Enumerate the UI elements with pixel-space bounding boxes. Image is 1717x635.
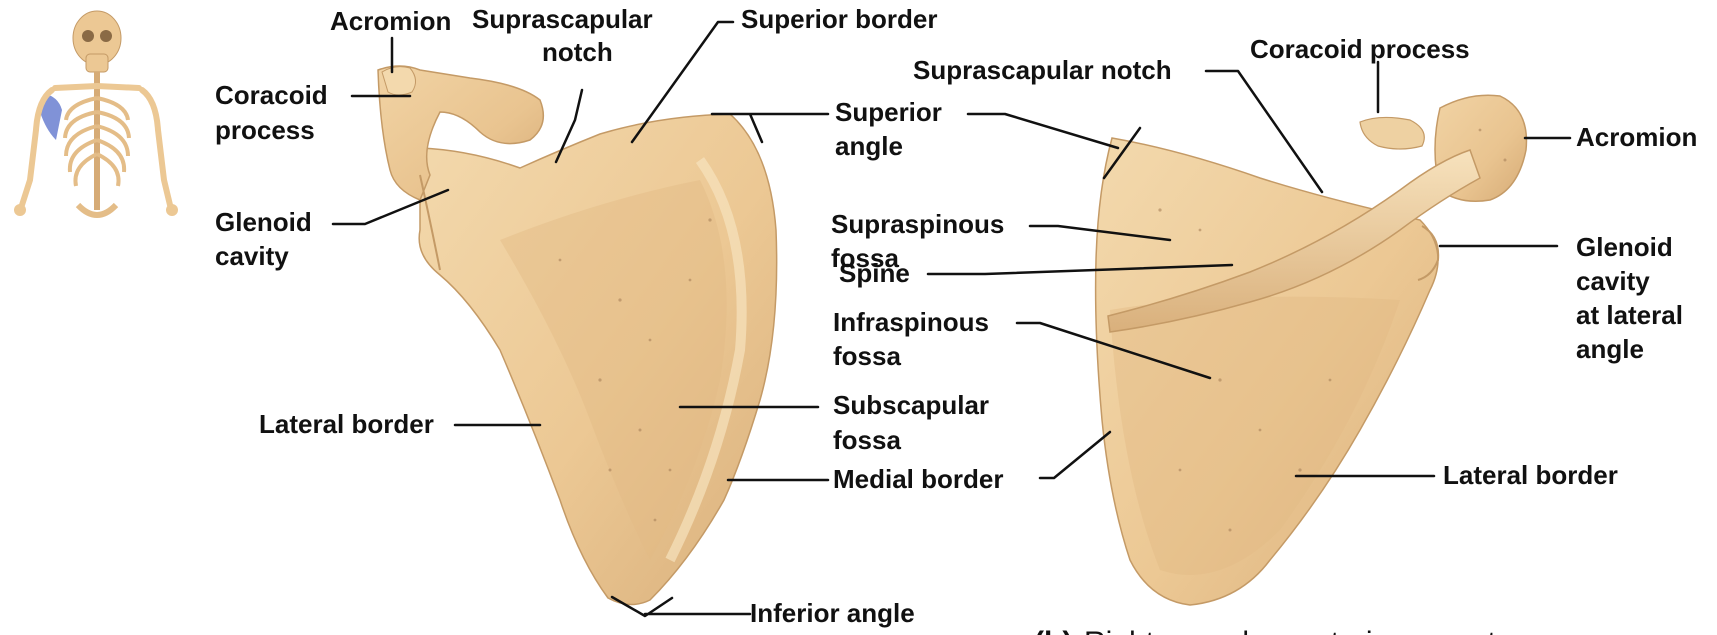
caption-letter: (b) xyxy=(1034,626,1072,635)
label-coracoid-process-b: Coracoid process xyxy=(1250,34,1470,64)
label-lateral-border-a: Lateral border xyxy=(259,409,434,439)
label-supraspinous-line1-b: Supraspinous xyxy=(831,209,1004,239)
label-spine-b: Spine xyxy=(839,258,910,288)
label-coracoid-line2-a: process xyxy=(215,115,315,145)
label-lateral-border-b: Lateral border xyxy=(1443,460,1618,490)
label-suprascapular-notch-b: Suprascapular notch xyxy=(913,55,1172,85)
label-coracoid-line1-a: Coracoid xyxy=(215,80,328,110)
label-acromion-b: Acromion xyxy=(1576,122,1697,152)
label-subscapular-line1-a: Subscapular xyxy=(833,390,989,420)
label-suprascapular-line1-a: Suprascapular xyxy=(472,4,653,34)
label-medial-border-a: Medial border xyxy=(833,464,1003,494)
label-glenoid-line2-b: cavity xyxy=(1576,266,1650,296)
posterior-scapula-illustration xyxy=(1096,95,1527,605)
label-superior-angle-line2-a: angle xyxy=(835,131,903,161)
label-subscapular-line2-a: fossa xyxy=(833,425,901,455)
label-glenoid-line4-b: angle xyxy=(1576,334,1644,364)
label-suprascapular-line2-a: notch xyxy=(542,37,613,67)
figure-caption: (b) Right scapula, posterior aspect xyxy=(1034,626,1497,635)
label-glenoid-line3-b: at lateral xyxy=(1576,300,1683,330)
label-infraspinous-line2-b: fossa xyxy=(833,341,901,371)
label-superior-border-a: Superior border xyxy=(741,4,937,34)
label-glenoid-line1-b: Glenoid xyxy=(1576,232,1673,262)
skeleton-thumbnail-icon xyxy=(14,11,178,216)
caption-text: Right scapula, posterior aspect xyxy=(1084,626,1497,635)
label-glenoid-line1-a: Glenoid xyxy=(215,207,312,237)
label-inferior-angle-a: Inferior angle xyxy=(750,598,915,628)
label-superior-angle-line1-a: Superior xyxy=(835,97,942,127)
anterior-scapula-illustration xyxy=(378,66,777,605)
label-acromion-a: Acromion xyxy=(330,6,451,36)
label-infraspinous-line1-b: Infraspinous xyxy=(833,307,989,337)
leader-medial-border-b xyxy=(1040,432,1110,478)
label-glenoid-line2-a: cavity xyxy=(215,241,289,271)
